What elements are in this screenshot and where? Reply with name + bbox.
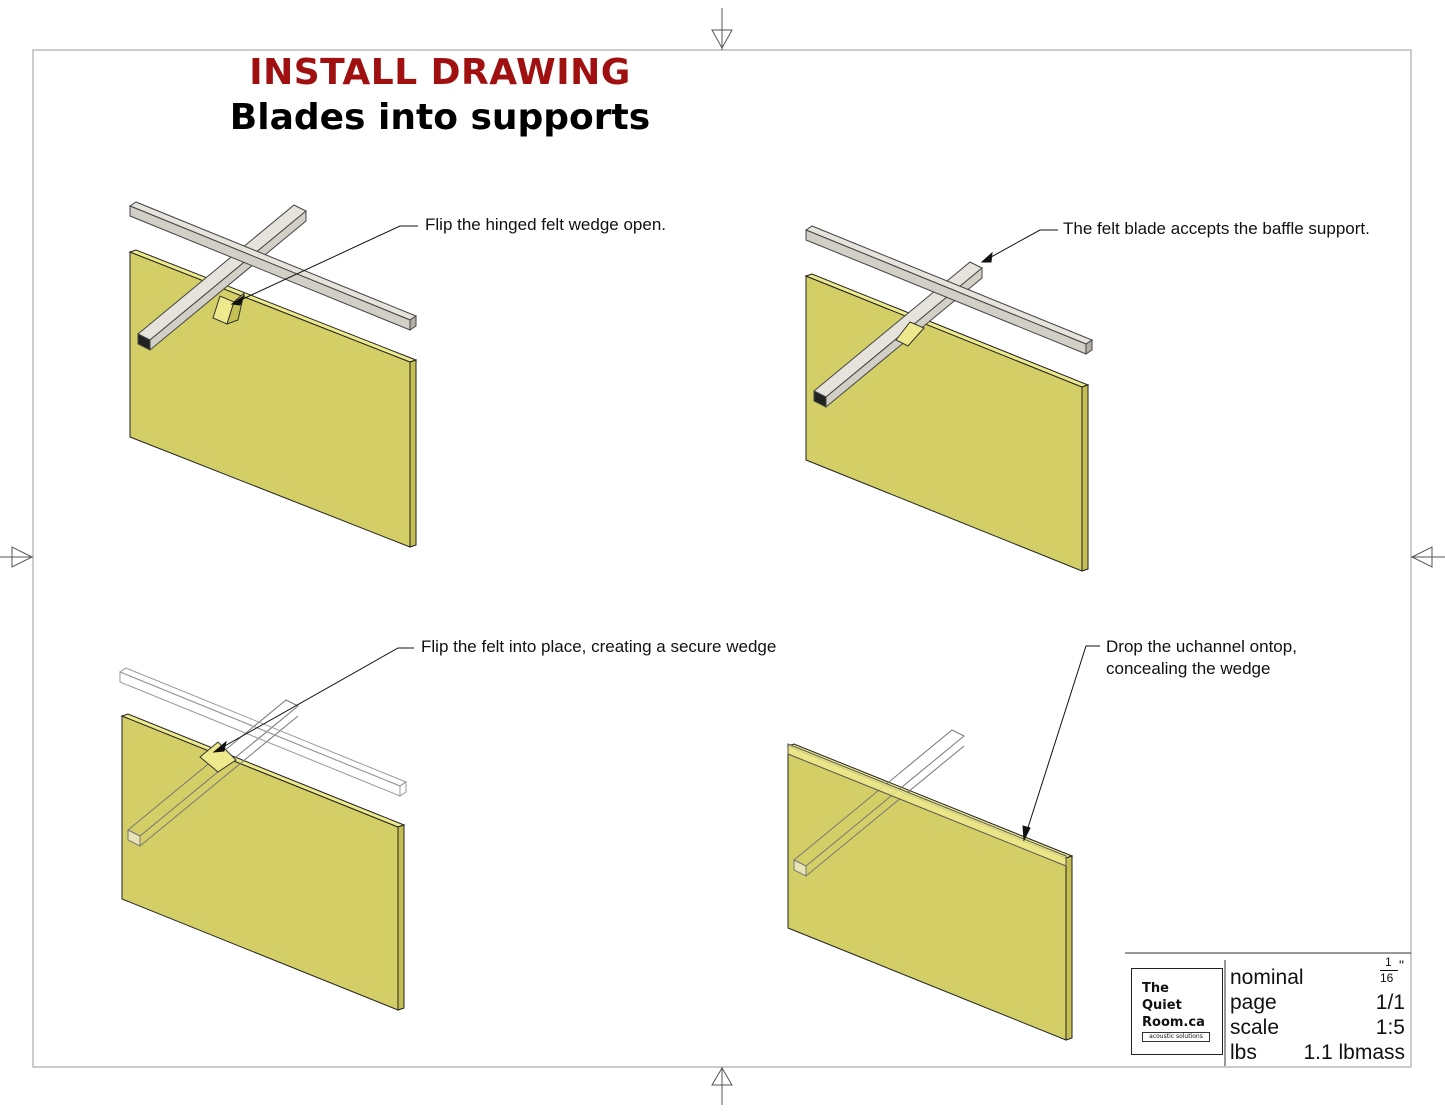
tb-value-scale: 1:5 (1375, 1016, 1405, 1039)
tb-nominal-fraction-bar (1380, 970, 1398, 971)
tb-nominal-unit: " (1399, 957, 1404, 973)
step1-felt-wedge (212, 291, 245, 325)
step4-u-channel (787, 743, 1067, 867)
step2-felt-blade (804, 273, 1090, 572)
title-block-frame (1125, 952, 1411, 1066)
tb-value-page: 1/1 (1375, 991, 1405, 1014)
step3-felt-wedge (199, 741, 237, 773)
leader-step4 (1023, 645, 1100, 841)
step4-assembly (786, 729, 1074, 1041)
leader-step3 (213, 647, 414, 753)
step3-u-channel (118, 667, 408, 797)
step4-felt-blade (786, 743, 1074, 1041)
company-logo: The Quiet Room.ca acoustic solutions (1131, 968, 1223, 1055)
step1-felt-blade (128, 249, 418, 548)
drawing-subtitle: Blades into supports (229, 97, 651, 138)
callout-step4-line2: concealing the wedge (1106, 659, 1271, 678)
callout-step2: The felt blade accepts the baffle suppor… (1063, 219, 1370, 238)
callout-step3: Flip the felt into place, creating a sec… (421, 637, 777, 656)
step2-assembly (804, 225, 1094, 572)
step4-support-bar (793, 729, 965, 877)
tb-label-scale: scale (1230, 1016, 1280, 1039)
centering-mark-top (711, 8, 733, 50)
tb-label-page: page (1230, 991, 1277, 1014)
step2-felt-wedge (895, 321, 925, 347)
step2-u-channel (804, 225, 1094, 355)
callout-step1: Flip the hinged felt wedge open. (425, 215, 667, 234)
tb-label-nominal: nominal (1230, 966, 1304, 989)
logo-text-room: Room.ca (1142, 1015, 1205, 1030)
logo-text-quiet: Quiet (1142, 998, 1182, 1013)
step3-support-bar (127, 699, 299, 847)
leader-step2 (981, 229, 1058, 263)
tb-nominal-numerator: 1 (1385, 955, 1392, 969)
drawing-title: INSTALL DRAWING (249, 52, 631, 93)
tb-nominal-denominator: 16 (1380, 971, 1394, 985)
centering-mark-bottom (711, 1067, 733, 1105)
leader-step1 (231, 225, 418, 305)
centering-mark-right (1410, 546, 1445, 568)
step1-assembly (128, 201, 418, 548)
callout-step4-line1: Drop the uchannel ontop, (1106, 637, 1297, 656)
logo-tagline: acoustic solutions (1142, 1032, 1210, 1042)
tb-label-lbs: lbs (1230, 1041, 1257, 1064)
step3-felt-blade (120, 713, 406, 1011)
step3-assembly (118, 667, 408, 1011)
centering-mark-left (0, 546, 34, 568)
leader-lines (212, 225, 1100, 842)
tb-value-lbs: 1.1 lbmass (1303, 1041, 1405, 1064)
step1-u-channel (128, 201, 418, 331)
logo-text-the: The (1142, 981, 1169, 996)
